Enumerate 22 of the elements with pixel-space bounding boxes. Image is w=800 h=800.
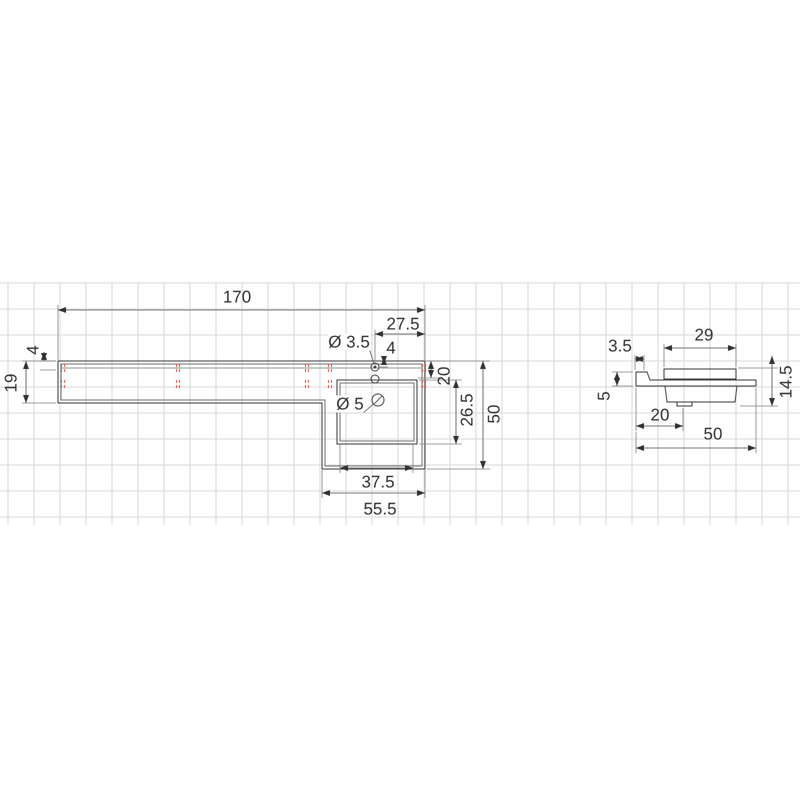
leader-line — [369, 350, 374, 364]
diameter-callout: Ø 5 — [336, 396, 364, 412]
dimension-value: 14.5 — [778, 365, 794, 399]
dimension-value: 4 — [386, 340, 396, 356]
dimension-value: 29 — [694, 326, 714, 344]
dimension-value: 37.5 — [361, 474, 395, 490]
tap-hole — [370, 362, 380, 372]
dimension-value: 19 — [2, 374, 20, 392]
leader-line — [363, 404, 374, 413]
dimension-value: 50 — [704, 426, 722, 442]
dimension-value: 20 — [650, 406, 670, 424]
dimension-value: 26.5 — [458, 393, 476, 427]
drain-hole — [372, 394, 384, 406]
dimension-value: 55.5 — [363, 500, 397, 518]
diameter-callout: Ø 3.5 — [328, 334, 370, 350]
dimension-value: 20 — [436, 366, 452, 386]
dimension-value: 5 — [596, 391, 612, 401]
dimension-value: 4 — [24, 345, 42, 355]
dimension-value: 27.5 — [386, 316, 420, 332]
dimension-value: 170 — [222, 288, 252, 306]
dimension-value: 50 — [486, 404, 502, 424]
dimension-value: 3.5 — [608, 338, 632, 354]
